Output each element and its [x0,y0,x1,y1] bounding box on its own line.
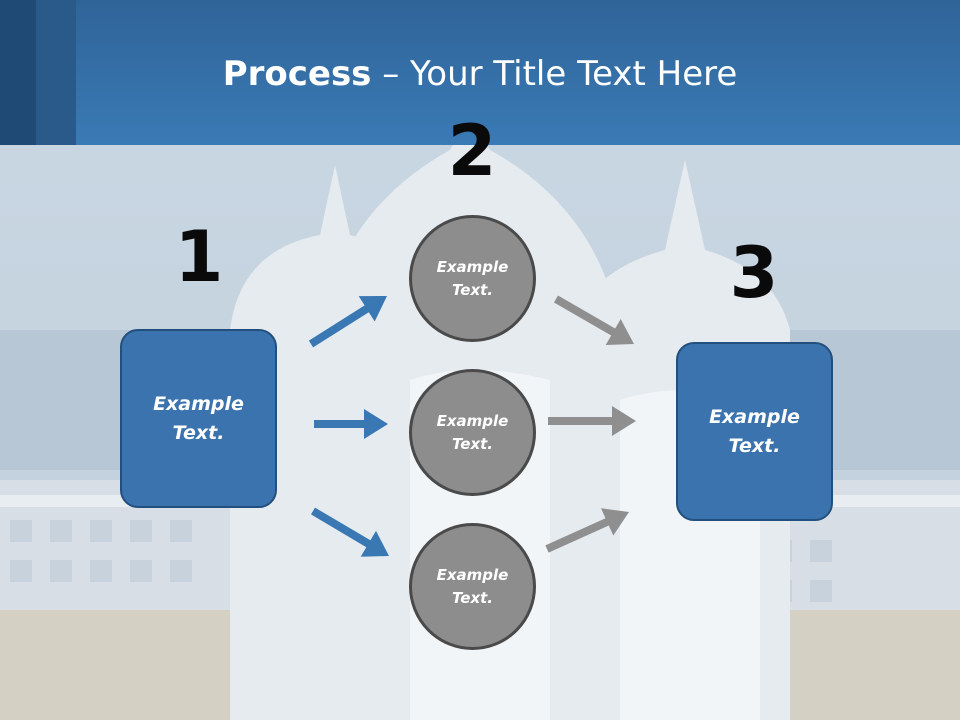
arrow-from-middle-circle [548,406,636,436]
arrow-from-bottom-circle [545,508,629,553]
step-2-circle-bottom[interactable]: Example Text. [409,523,536,650]
title-bar-accent [36,0,76,145]
title-bold: Process [222,54,372,94]
step-2-circle-middle[interactable]: Example Text. [409,369,536,496]
circle-label: Example Text. [436,565,509,607]
arrow-from-top-circle [554,295,634,345]
step-1-box[interactable]: Example Text. [120,329,277,508]
step-number-2: 2 [447,110,497,192]
step-2-circle-top[interactable]: Example Text. [409,215,536,342]
circle-label: Example Text. [436,411,509,453]
title-bar-accent [0,0,36,145]
title-bar [0,0,960,145]
step-number-1: 1 [174,216,224,298]
arrow-to-middle-circle [314,409,388,439]
step-3-box[interactable]: Example Text. [676,342,833,521]
arrow-to-bottom-circle [311,507,389,557]
step-1-label: Example Text. [153,392,244,444]
slide-title: Process – Your Title Text Here [0,52,960,96]
title-rest: – Your Title Text Here [371,54,738,94]
step-number-3: 3 [729,232,779,314]
arrow-to-top-circle [308,296,387,348]
circle-label: Example Text. [436,257,509,299]
step-3-label: Example Text. [709,405,800,457]
